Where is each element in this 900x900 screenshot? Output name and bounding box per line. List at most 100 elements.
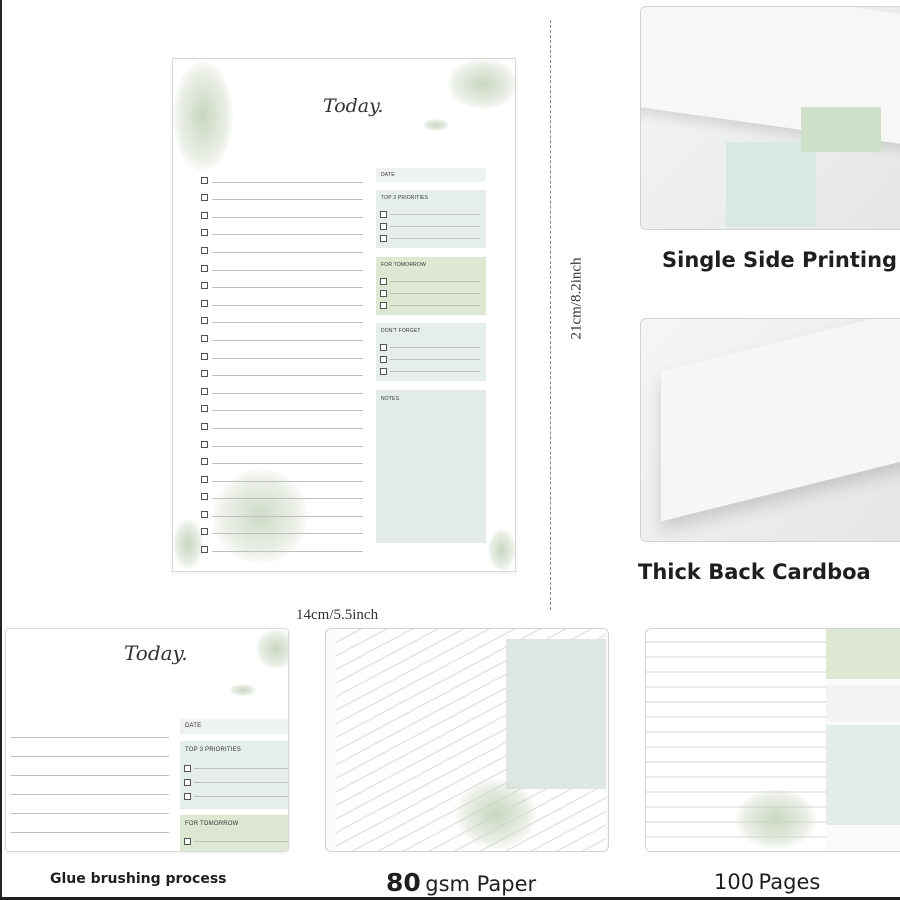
task-row[interactable] xyxy=(201,482,363,501)
task-row[interactable] xyxy=(201,534,363,554)
notes-panel: NOTES xyxy=(376,390,486,543)
task-line xyxy=(212,216,363,218)
floral-decoration-icon xyxy=(488,529,516,571)
task-row[interactable] xyxy=(201,447,363,466)
task-row[interactable] xyxy=(201,394,363,413)
floral-decoration-icon xyxy=(423,119,449,131)
task-line xyxy=(212,199,363,201)
checkbox-icon[interactable] xyxy=(380,234,387,242)
checkbox-icon[interactable] xyxy=(201,422,208,430)
task-list xyxy=(201,165,363,554)
thick-back-caption: Thick Back Cardboa xyxy=(638,560,871,584)
closeup-tomorrow-item xyxy=(184,835,288,847)
checkbox-icon[interactable] xyxy=(201,510,208,518)
checkbox-icon[interactable] xyxy=(201,194,208,202)
closeup-date-panel: DATE xyxy=(180,719,288,734)
checkbox-icon[interactable] xyxy=(201,405,208,413)
watercolor-blot-icon xyxy=(456,779,536,849)
task-row[interactable] xyxy=(201,499,363,518)
checkbox-icon[interactable] xyxy=(380,343,387,351)
checkbox-icon[interactable] xyxy=(380,277,387,285)
floral-decoration-icon xyxy=(256,629,288,669)
task-row[interactable] xyxy=(201,183,363,202)
task-row[interactable] xyxy=(201,306,363,325)
checkbox-icon[interactable] xyxy=(201,246,208,254)
checkbox-icon[interactable] xyxy=(201,176,208,184)
checkbox-icon[interactable] xyxy=(201,282,208,290)
checkbox-icon[interactable] xyxy=(201,440,208,448)
checkbox-icon[interactable] xyxy=(184,837,191,845)
closeup-task-lines xyxy=(11,719,169,851)
checkbox-icon[interactable] xyxy=(201,264,208,272)
pages-caption: 100 Pages xyxy=(714,870,820,894)
checkbox-icon[interactable] xyxy=(201,334,208,342)
checkbox-icon[interactable] xyxy=(380,301,387,309)
task-row[interactable] xyxy=(201,323,363,342)
closeup-line xyxy=(11,757,169,776)
closeup-line xyxy=(11,738,169,757)
task-row[interactable] xyxy=(201,288,363,307)
closeup-tomorrow-label: FOR TOMORROW xyxy=(185,821,239,827)
task-row[interactable] xyxy=(201,341,363,360)
checkbox-icon[interactable] xyxy=(201,317,208,325)
floral-decoration-icon xyxy=(173,61,233,171)
task-line xyxy=(212,533,363,535)
notes-label: NOTES xyxy=(381,396,400,402)
thick-back-photo xyxy=(640,318,900,542)
checkbox-icon[interactable] xyxy=(201,528,208,536)
task-row[interactable] xyxy=(201,429,363,448)
checkbox-icon[interactable] xyxy=(184,792,191,800)
checkbox-icon[interactable] xyxy=(201,546,208,554)
checkbox-icon[interactable] xyxy=(380,367,387,375)
checkbox-icon[interactable] xyxy=(184,778,191,786)
glue-closeup: Today. DATE TOP 3 PRIORITIES FOR TOMORRO… xyxy=(5,628,289,852)
checkbox-icon[interactable] xyxy=(201,211,208,219)
cardboard-cover xyxy=(661,319,900,522)
task-row[interactable] xyxy=(201,235,363,254)
checkbox-icon[interactable] xyxy=(201,370,208,378)
checkbox-icon[interactable] xyxy=(380,222,387,230)
checkbox-icon[interactable] xyxy=(201,458,208,466)
task-row[interactable] xyxy=(201,376,363,395)
checkbox-icon[interactable] xyxy=(201,352,208,360)
closeup-priorities-items xyxy=(184,761,288,803)
checkbox-icon[interactable] xyxy=(184,764,191,772)
checkbox-icon[interactable] xyxy=(380,210,387,218)
dashed-dimension-line-icon xyxy=(550,20,551,610)
checkbox-icon[interactable] xyxy=(380,355,387,363)
task-row[interactable] xyxy=(201,218,363,237)
checkbox-icon[interactable] xyxy=(201,299,208,307)
checkbox-icon[interactable] xyxy=(201,493,208,501)
task-line xyxy=(212,304,363,306)
task-line xyxy=(212,287,363,289)
glue-caption: Glue brushing process xyxy=(50,871,227,887)
printed-panel xyxy=(801,107,881,152)
task-row[interactable] xyxy=(201,411,363,430)
task-row[interactable] xyxy=(201,517,363,536)
priorities-label: TOP 3 PRIORITIES xyxy=(381,195,429,201)
checkbox-icon[interactable] xyxy=(201,229,208,237)
checkbox-icon[interactable] xyxy=(201,475,208,483)
closeup-heading: Today. xyxy=(124,641,188,665)
task-row[interactable] xyxy=(201,253,363,272)
task-line xyxy=(212,339,363,341)
left-border xyxy=(0,0,2,900)
floral-decoration-icon xyxy=(448,59,518,109)
checkbox-icon[interactable] xyxy=(380,289,387,297)
task-line xyxy=(212,357,363,359)
task-row[interactable] xyxy=(201,200,363,219)
task-row[interactable] xyxy=(201,271,363,290)
task-line xyxy=(212,427,363,429)
stack-notes-panel xyxy=(826,725,900,825)
watercolor-blot-icon xyxy=(736,789,816,849)
height-dimension-label: 21cm/8.2inch xyxy=(568,257,585,340)
task-line xyxy=(212,498,363,500)
checkbox-icon[interactable] xyxy=(201,387,208,395)
task-line xyxy=(212,322,363,324)
task-line xyxy=(212,551,363,553)
closeup-line xyxy=(11,719,169,738)
gsm-number: 80 xyxy=(386,868,421,897)
task-row[interactable] xyxy=(201,464,363,483)
task-row[interactable] xyxy=(201,165,363,184)
task-row[interactable] xyxy=(201,359,363,378)
